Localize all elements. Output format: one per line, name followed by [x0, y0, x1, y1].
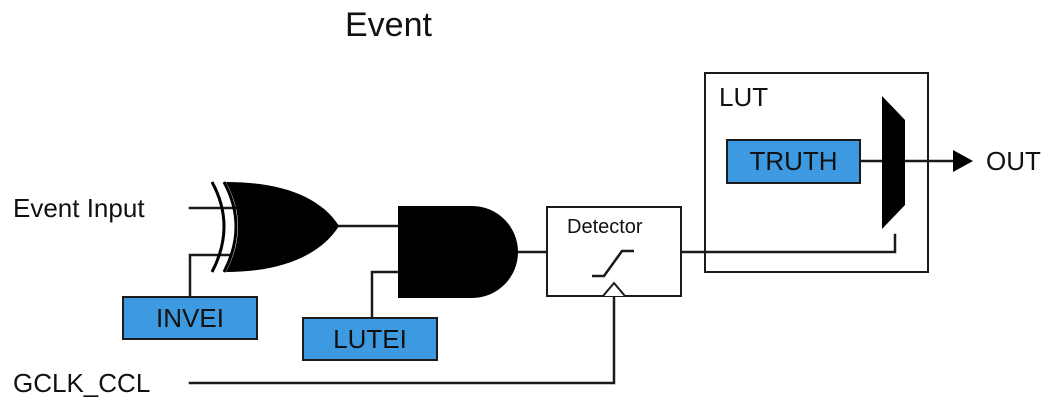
detector-label: Detector	[567, 216, 643, 238]
xor-gate	[210, 181, 339, 273]
out-label: OUT	[986, 146, 1041, 176]
wire-gclk	[188, 290, 616, 385]
gclk-label: GCLK_CCL	[13, 368, 151, 398]
invei-register: INVEI	[122, 296, 258, 340]
mux	[882, 96, 905, 229]
and-gate	[398, 206, 518, 298]
edge-detector-symbol	[592, 249, 634, 278]
lut-label: LUT	[719, 82, 769, 112]
wire-detector-to-mux	[680, 233, 897, 254]
wire-invei	[188, 253, 232, 298]
clock-input-marker	[602, 281, 626, 297]
lutei-register: LUTEI	[302, 317, 438, 361]
event-input-label: Event Input	[13, 193, 145, 223]
output-arrow-icon	[953, 150, 973, 172]
truth-register: TRUTH	[726, 139, 861, 184]
lut-box	[704, 72, 929, 273]
diagram-title: Event	[345, 6, 432, 44]
wire-lutei	[370, 270, 400, 319]
